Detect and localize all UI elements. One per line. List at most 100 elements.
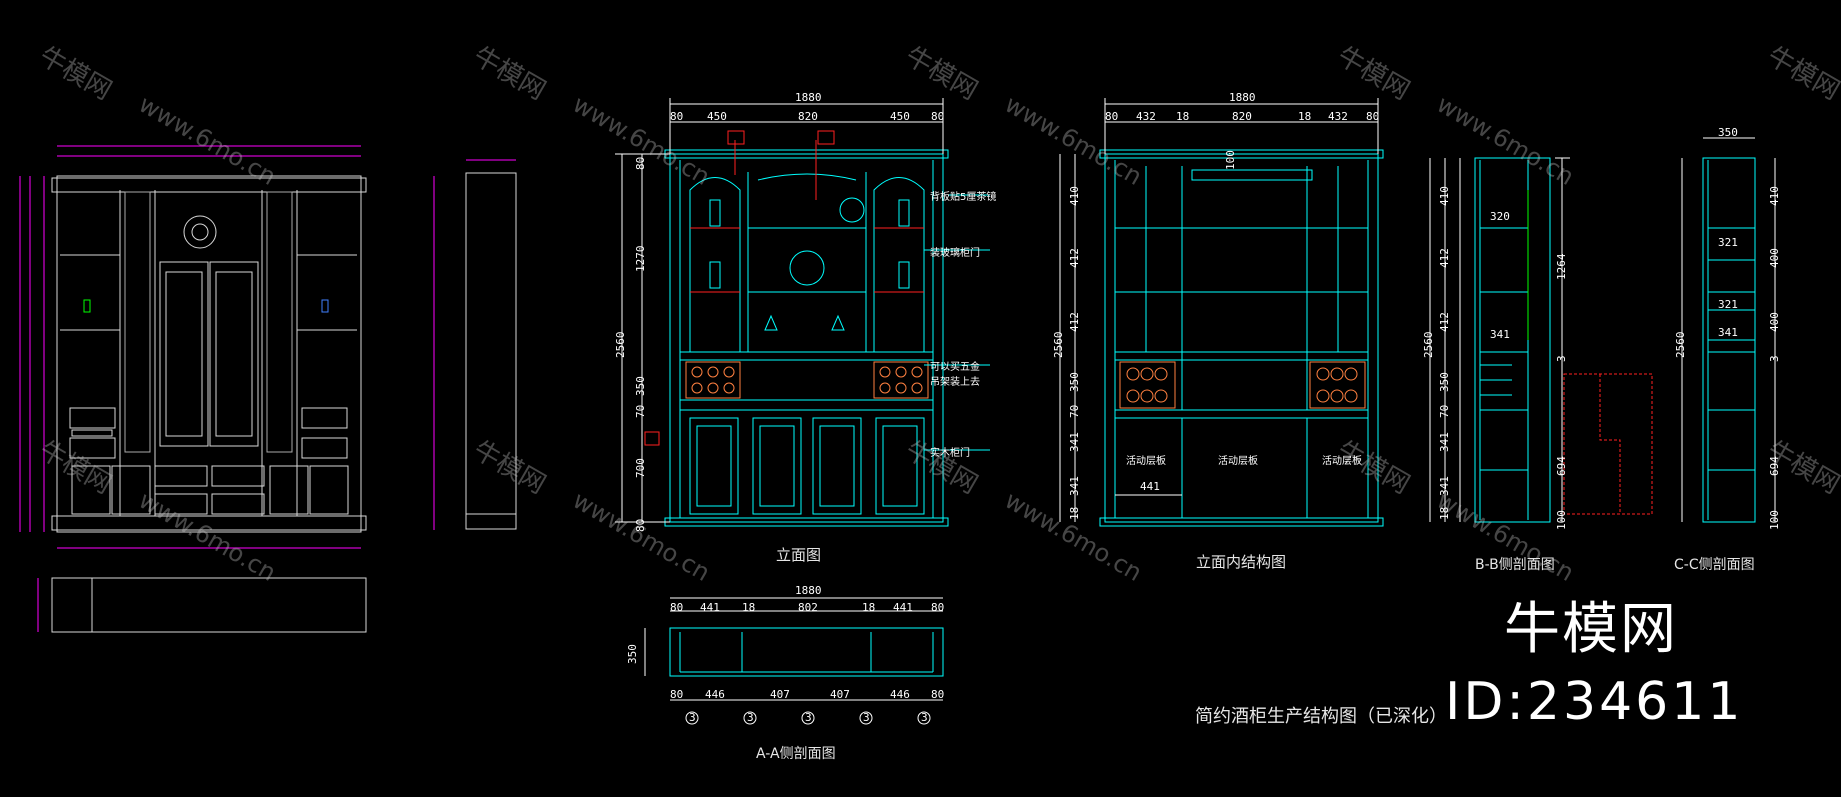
aa-circle-label-4: 3 [863, 711, 870, 724]
elev-top-dim-4: 450 [890, 110, 910, 123]
aa-bottom-dim-4: 407 [830, 688, 850, 701]
section-cc-drawing [1702, 157, 1756, 523]
aa-top-dim-7: 80 [931, 601, 945, 614]
label-section-aa: A-A侧剖面图 [756, 746, 836, 762]
aa-top-dim-2: 441 [700, 601, 720, 614]
inner-top-dim-7: 80 [1366, 110, 1380, 123]
inner-top-dim-4: 820 [1232, 110, 1252, 123]
note-hardware: 可以买五金 [930, 362, 980, 373]
elev-top-dim-1: 80 [670, 110, 684, 123]
note-shelf-1: 活动层板 [1126, 456, 1166, 467]
main-elevation-drawing [664, 149, 949, 527]
section-bb-drawing [1474, 157, 1551, 523]
aa-bottom-dim-5: 446 [890, 688, 910, 701]
aa-circle-label-1: 3 [689, 711, 696, 724]
aa-bottom-dim-2: 446 [705, 688, 725, 701]
elev-left-dim-2: 1270 [634, 245, 647, 273]
cc-right-dim-6: 100 [1768, 510, 1781, 530]
bb-top-dim-1: 320 [1490, 210, 1510, 223]
bb-right-dim-4: 100 [1555, 510, 1568, 530]
bb-right-dim-2: 3 [1555, 355, 1568, 362]
inner-left-dim-7: 341 [1068, 476, 1081, 496]
aa-top-dim-5: 18 [862, 601, 876, 614]
inner-left-dim-4: 350 [1068, 372, 1081, 392]
section-aa-drawing [669, 627, 944, 677]
inner-left-dim-1: 410 [1068, 186, 1081, 206]
left-elevation-drawing [51, 172, 517, 633]
elev-left-dim-4: 70 [634, 404, 647, 418]
cc-right-dim-2: 400 [1768, 248, 1781, 268]
bb-left-dim-1: 410 [1438, 186, 1451, 206]
cc-right-dim-1: 410 [1768, 186, 1781, 206]
inner-top-dim-3: 18 [1176, 110, 1190, 123]
elev-top-dim-2: 450 [707, 110, 727, 123]
inner-structure-drawing [1099, 149, 1384, 527]
cc-inner-dim-2: 321 [1718, 298, 1738, 311]
label-section-bb: B-B侧剖面图 [1475, 557, 1555, 573]
brand-name: 牛模网 [1504, 597, 1678, 662]
cc-right-dim-5: 694 [1768, 456, 1781, 476]
label-inner-structure: 立面内结构图 [1196, 553, 1287, 571]
cc-inner-dim-3: 341 [1718, 326, 1738, 339]
main-elevation-red-lines [644, 130, 924, 446]
bb-height-dim: 2560 [1422, 331, 1435, 359]
elev-top-dim-5: 80 [931, 110, 945, 123]
elev-left-dim-3: 350 [634, 376, 647, 396]
cc-right-dim-3: 400 [1768, 312, 1781, 332]
inner-left-dim-3: 412 [1068, 312, 1081, 332]
elev-left-dim-1: 80 [634, 156, 647, 170]
inner-top-dim-2: 432 [1136, 110, 1156, 123]
inner-left-dim-6: 341 [1068, 432, 1081, 452]
inner-total-dim: 1880 [1229, 91, 1256, 104]
inner-structure-dim-lines [1059, 98, 1379, 522]
bb-left-dim-6: 341 [1438, 432, 1451, 452]
aa-circle-label-2: 3 [747, 711, 754, 724]
aa-circle-label-3: 3 [805, 711, 812, 724]
aa-total-dim: 1880 [795, 584, 822, 597]
inner-left-dim-8: 18 [1068, 506, 1081, 520]
bb-left-dim-3: 412 [1438, 312, 1451, 332]
elev-height-dim: 2560 [614, 331, 627, 359]
elev-left-dim-5: 700 [634, 458, 647, 478]
cc-top-dim: 350 [1718, 126, 1738, 139]
aa-circle-label-5: 3 [921, 711, 928, 724]
note-glass-door: 装玻璃柜门 [930, 248, 980, 259]
left-bottles-blue [321, 299, 329, 313]
aa-top-dim-4: 802 [798, 601, 818, 614]
aa-top-dim-1: 80 [670, 601, 684, 614]
note-shelf-2: 活动层板 [1218, 456, 1258, 467]
inner-left-dim-2: 412 [1068, 248, 1081, 268]
bb-left-dim-4: 350 [1438, 372, 1451, 392]
main-elevation-wine-racks [685, 361, 929, 399]
note-back-mirror: 背板贴5厘茶镜 [930, 192, 997, 203]
bb-left-dim-5: 70 [1438, 404, 1451, 418]
bb-right-dim-1: 1264 [1555, 253, 1568, 281]
bb-top-dim-2: 341 [1490, 328, 1510, 341]
cc-height-dim: 2560 [1674, 331, 1687, 359]
aa-top-dim-6: 441 [893, 601, 913, 614]
main-elevation-dim-lines [615, 98, 990, 523]
elev-total-dim: 1880 [795, 91, 822, 104]
inner-structure-racks [1119, 361, 1366, 409]
bb-left-dim-7: 341 [1438, 476, 1451, 496]
aa-bottom-dim-3: 407 [770, 688, 790, 701]
aa-left-dim: 350 [626, 644, 639, 664]
section-detail-red [1563, 373, 1653, 515]
section-cc-dims [1681, 137, 1776, 522]
cc-right-dim-4: 3 [1768, 355, 1781, 362]
bb-left-dim-2: 412 [1438, 248, 1451, 268]
label-elevation: 立面图 [776, 546, 822, 564]
section-bb-dims [1429, 157, 1570, 522]
elev-top-dim-3: 820 [798, 110, 818, 123]
brand-id: ID:234611 [1445, 672, 1744, 732]
inner-top-dim-5: 18 [1298, 110, 1312, 123]
note-shelf-3: 活动层板 [1322, 456, 1362, 467]
inner-height-dim: 2560 [1052, 331, 1065, 359]
section-aa-dims [644, 597, 943, 725]
aa-bottom-dim-1: 80 [670, 688, 684, 701]
inner-top-dim-1: 80 [1105, 110, 1119, 123]
inner-bottom-dim: 441 [1140, 480, 1160, 493]
left-bottles [83, 299, 91, 313]
note-wood-door: 实木柜门 [930, 448, 970, 459]
